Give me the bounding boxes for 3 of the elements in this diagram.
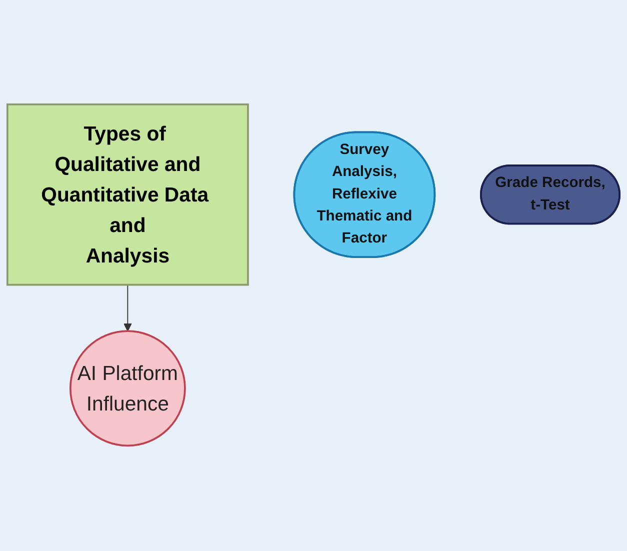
arrow bbox=[124, 284, 132, 332]
node-circle: AI Platform Influence bbox=[69, 330, 186, 448]
node-box: Types of Qualitative and Quantitative Data and Analysis bbox=[6, 104, 249, 286]
